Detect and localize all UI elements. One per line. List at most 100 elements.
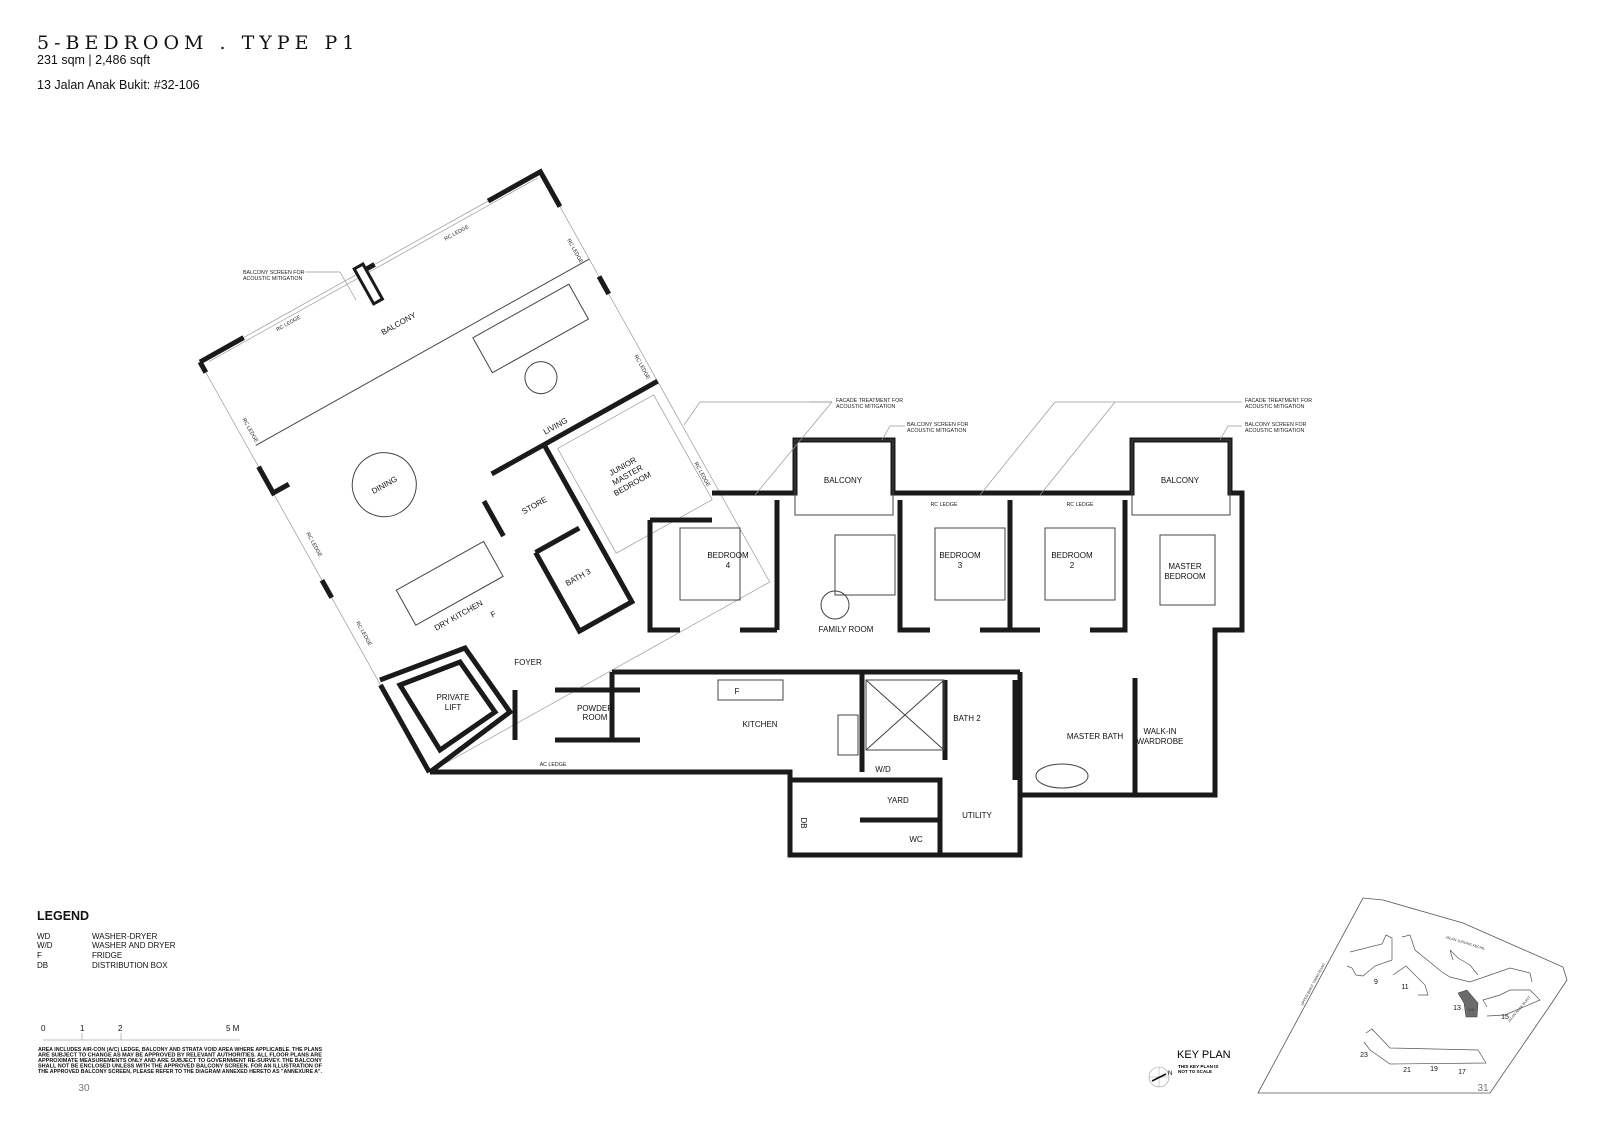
bed-bedroom4 — [679, 527, 741, 601]
room-label-kitchen: KITCHEN — [742, 720, 777, 729]
svg-text:ACOUSTIC MITIGATION: ACOUSTIC MITIGATION — [836, 404, 896, 410]
balcony-1-outline — [794, 439, 894, 516]
kitchen-counter — [717, 679, 784, 701]
svg-text:THE APPROVED BALCONY SCREEN, P: THE APPROVED BALCONY SCREEN, PLEASE REFE… — [38, 1069, 322, 1075]
room-label-private-lift-1: PRIVATE — [436, 693, 469, 702]
key-plan-title: KEY PLAN — [1177, 1049, 1231, 1061]
annotation-balcony-screen-1: BALCONY SCREEN FOR ACOUSTIC MITIGATION — [881, 422, 969, 441]
table-family-room — [820, 590, 850, 620]
room-label-bedroom3-2: 3 — [958, 561, 963, 570]
annotation-facade-treatment-1: FACADE TREATMENT FOR ACOUSTIC MITIGATION — [683, 398, 903, 496]
legend-desc: WASHER AND DRYER — [92, 941, 176, 950]
unit-area: 231 sqm | 2,486 sqft — [37, 53, 151, 67]
bed-bedroom3 — [934, 527, 1006, 601]
road-label: UPPER BUKIT TIMAH ROAD — [1300, 962, 1326, 1006]
page-number-right: 31 — [1477, 1083, 1489, 1094]
block-number: 23 — [1360, 1052, 1368, 1059]
svg-text:BALCONY SCREEN FOR: BALCONY SCREEN FOR — [907, 422, 969, 428]
svg-text:LEGEND: LEGEND — [37, 909, 89, 923]
junior-master-bed-outline — [557, 394, 713, 554]
coffee-table — [524, 361, 558, 395]
balcony-screen-panel — [352, 262, 385, 306]
svg-text:0: 0 — [41, 1024, 46, 1033]
room-label-powder-1: POWDER — [577, 704, 613, 713]
building-blocks — [1346, 934, 1541, 1065]
annotation-facade-treatment-2: FACADE TREATMENT FOR ACOUSTIC MITIGATION — [979, 398, 1312, 496]
block-number: 13 — [1453, 1005, 1461, 1012]
svg-text:ARE SUBJECT TO CHANGE AS MAY B: ARE SUBJECT TO CHANGE AS MAY BE APPROVED… — [38, 1053, 322, 1059]
room-label-store: STORE — [520, 495, 548, 516]
room-label-foyer: FOYER — [514, 658, 542, 667]
floor-plan: BALCONY LIVING DINING DRY KITCHEN F STOR… — [197, 168, 1312, 858]
ac-ledge-label: AC LEDGE — [540, 762, 567, 768]
block-number: 15 — [1501, 1014, 1509, 1021]
legend-code: WD — [37, 932, 51, 941]
room-label-master-bedroom-1: MASTER — [1168, 562, 1202, 571]
room-label-balcony-1: BALCONY — [824, 476, 863, 485]
room-label-walk-in-2: WARDROBE — [1137, 737, 1184, 746]
svg-text:ACOUSTIC MITIGATION: ACOUSTIC MITIGATION — [907, 428, 967, 434]
sofa-family-room — [834, 534, 896, 596]
svg-text:AREA INCLUDES AIR-CON (A/C) LE: AREA INCLUDES AIR-CON (A/C) LEDGE, BALCO… — [38, 1047, 322, 1053]
balcony-glazing-line — [255, 258, 590, 446]
room-label-family-room: FAMILY ROOM — [819, 625, 874, 634]
rc-ledge-label: RC LEDGE — [565, 238, 584, 265]
unit-type-title: 5-BEDROOM . TYPE P1 — [37, 32, 359, 54]
svg-text:APPROXIMATE MEASUREMENTS ONLY: APPROXIMATE MEASUREMENTS ONLY AND ARE SU… — [38, 1058, 322, 1064]
room-label-bedroom4-2: 4 — [726, 561, 731, 570]
key-plan: 106 JALAN JURONG KECHIL UPPER BUKIT TIMA… — [1148, 897, 1568, 1094]
balcony-2-outline — [1131, 439, 1231, 516]
site-boundary — [1257, 897, 1568, 1094]
room-label-bedroom4-1: BEDROOM — [707, 551, 749, 560]
private-lift-shaft — [396, 658, 499, 754]
rc-ledge-label: RC LEDGE — [632, 354, 651, 381]
private-lift-walls — [379, 644, 514, 774]
room-label-private-lift-2: LIFT — [445, 703, 462, 712]
legend: LEGEND WD WASHER-DRYER W/D WASHER AND DR… — [37, 909, 176, 970]
kitchen-island — [395, 540, 504, 626]
block-number: 17 — [1458, 1069, 1466, 1076]
fridge-label-dry-kitchen: F — [489, 609, 498, 619]
compass-icon: N — [1148, 1066, 1172, 1088]
room-label-wc: WC — [909, 835, 923, 844]
room-label-master-bedroom-2: BEDROOM — [1164, 572, 1206, 581]
svg-text:N: N — [1168, 1071, 1172, 1077]
living-wing: BALCONY LIVING DINING DRY KITCHEN F STOR… — [197, 168, 771, 774]
svg-text:BALCONY SCREEN FOR: BALCONY SCREEN FOR — [1245, 422, 1307, 428]
svg-text:THIS KEY PLAN IS: THIS KEY PLAN IS — [1178, 1064, 1219, 1069]
scale-bar: 0 1 2 5 M — [41, 1024, 240, 1041]
legend-code: F — [37, 951, 42, 960]
road-label: JALAN ANAK BUKIT — [1507, 995, 1532, 1024]
svg-text:FACADE TREATMENT FOR: FACADE TREATMENT FOR — [1245, 398, 1312, 404]
disclaimer: AREA INCLUDES AIR-CON (A/C) LEDGE, BALCO… — [38, 1047, 323, 1075]
unit-address: 13 Jalan Anak Bukit: #32-106 — [37, 78, 200, 92]
room-label-utility: UTILITY — [962, 811, 992, 820]
main-outer-walls — [430, 437, 1245, 858]
svg-text:1: 1 — [80, 1024, 85, 1033]
legend-desc: WASHER-DRYER — [92, 932, 158, 941]
rc-ledge-label: RC LEDGE — [692, 461, 711, 488]
page-number-left: 30 — [78, 1083, 90, 1094]
room-label-bedroom3-1: BEDROOM — [939, 551, 981, 560]
svg-text:ACOUSTIC MITIGATION: ACOUSTIC MITIGATION — [1245, 404, 1305, 410]
room-label-bath2: BATH 2 — [953, 714, 981, 723]
service-shaft — [865, 679, 945, 751]
room-label-bedroom2-1: BEDROOM — [1051, 551, 1093, 560]
block-number: 11 — [1401, 984, 1408, 991]
room-label-powder-2: ROOM — [583, 713, 608, 722]
bed-bedroom2 — [1044, 527, 1116, 601]
road-label: JALAN JURONG KECHIL — [1445, 935, 1486, 951]
bed-master — [1159, 534, 1216, 606]
room-label-dining: DINING — [370, 474, 399, 496]
svg-text:FACADE TREATMENT FOR: FACADE TREATMENT FOR — [836, 398, 903, 404]
room-label-wd: W/D — [875, 765, 891, 774]
room-label-dry-kitchen: DRY KITCHEN — [433, 598, 485, 632]
room-label-db: DB — [799, 817, 808, 828]
rc-ledge-label: RC LEDGE — [444, 224, 471, 243]
svg-text:5 M: 5 M — [226, 1024, 240, 1033]
legend-code: W/D — [37, 941, 53, 950]
dining-table — [351, 452, 417, 518]
legend-desc: FRIDGE — [92, 951, 122, 960]
room-label-bedroom2-2: 2 — [1070, 561, 1075, 570]
room-label-yard: YARD — [887, 796, 909, 805]
